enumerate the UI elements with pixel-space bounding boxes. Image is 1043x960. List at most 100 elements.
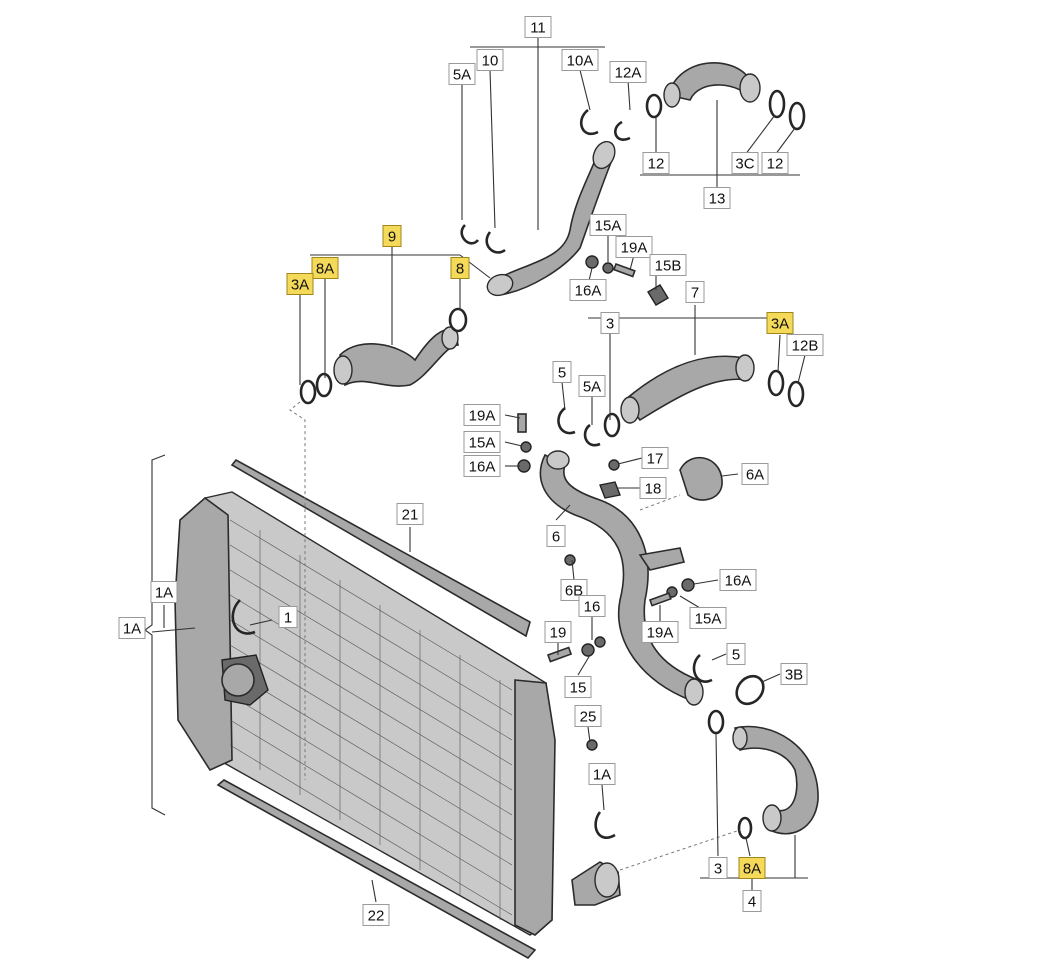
callout-box [311, 257, 339, 279]
callout-box [578, 595, 606, 617]
callout-4: 4 [742, 890, 762, 912]
callout-box [552, 361, 572, 383]
callout-box [544, 621, 572, 643]
callout-box [589, 214, 627, 236]
callout-8: 8 [450, 257, 470, 279]
callout-text: 8A [316, 261, 334, 278]
callout-box [738, 857, 766, 879]
callout-box [396, 503, 424, 525]
callout-box [685, 281, 705, 303]
callout-text: 12A [615, 65, 642, 82]
callout-5a: 5A [578, 375, 606, 397]
callout-text: 16A [469, 459, 496, 476]
callout-text: 16A [725, 573, 752, 590]
callout-box [703, 187, 731, 209]
callout-text: 22 [368, 908, 385, 925]
callout-10: 10 [476, 49, 504, 71]
callout-3b: 3B [780, 663, 808, 685]
hose-9 [333, 326, 459, 387]
callout-box [286, 273, 314, 295]
callout-box [578, 375, 606, 397]
callout-text: 5 [732, 647, 740, 664]
callout-text: 17 [647, 451, 664, 468]
callout-box [463, 404, 501, 426]
callout-box [463, 455, 501, 477]
callout-text: 16 [584, 599, 601, 616]
callout-3: 3 [600, 312, 620, 334]
seal-strip-lower [216, 779, 537, 960]
callout-box [362, 904, 390, 926]
callout-text: 11 [530, 20, 546, 37]
callout-text: 9 [388, 229, 396, 246]
callout-7: 7 [685, 281, 705, 303]
callout-15a: 15A [463, 431, 501, 453]
callout-box [639, 477, 667, 499]
callout-box [564, 676, 592, 698]
routing-lines [289, 401, 741, 871]
callout-text: 15 [570, 680, 587, 697]
callout-text: 15A [595, 218, 622, 235]
callout-text: 19A [647, 625, 674, 642]
callout-box [731, 152, 759, 174]
callout-8a: 8A [738, 857, 766, 879]
callout-text: 12 [767, 156, 784, 173]
callout-text: 18 [645, 481, 662, 498]
callout-1a: 1A [588, 763, 616, 785]
callout-text: 6A [746, 467, 764, 484]
callout-5: 5 [726, 643, 746, 665]
callout-15b: 15B [649, 254, 687, 276]
callout-1: 1 [278, 606, 298, 628]
callout-box [278, 606, 298, 628]
callout-text: 1A [123, 621, 141, 638]
hose-4 [732, 725, 819, 835]
callout-15: 15 [564, 676, 592, 698]
callout-text: 3A [291, 277, 309, 294]
callout-18: 18 [639, 477, 667, 499]
callout-16a: 16A [463, 455, 501, 477]
callout-1a: 1A [150, 581, 178, 603]
callout-box [780, 663, 808, 685]
callout-text: 8A [743, 861, 761, 878]
callout-25: 25 [574, 705, 602, 727]
callout-box [450, 257, 470, 279]
callout-box [649, 254, 687, 276]
callout-text: 12B [792, 338, 819, 355]
callout-text: 8 [456, 261, 464, 278]
callout-3c: 3C [731, 152, 759, 174]
callout-text: 3B [785, 667, 803, 684]
charge-air-pipe-6 [539, 450, 704, 706]
callout-text: 25 [580, 709, 597, 726]
callout-text: 13 [709, 191, 726, 208]
callout-16a: 16A [569, 279, 607, 301]
intercooler [174, 491, 621, 936]
callout-22: 22 [362, 904, 390, 926]
callout-box [463, 431, 501, 453]
charge-air-pipe-upper [486, 140, 616, 297]
callout-text: 7 [691, 285, 699, 302]
callout-box [761, 152, 789, 174]
callout-19a: 19A [641, 621, 679, 643]
callout-text: 5A [583, 379, 601, 396]
hose-clamps [231, 108, 713, 839]
callout-6: 6 [546, 525, 566, 547]
callout-text: 12 [648, 156, 665, 173]
callout-text: 5 [558, 365, 566, 382]
callout-box [588, 763, 616, 785]
callout-box [476, 49, 504, 71]
core-fins [229, 519, 513, 920]
callout-text: 1A [593, 767, 611, 784]
seal-rings [299, 89, 806, 840]
callout-19: 19 [544, 621, 572, 643]
callout-text: 19A [621, 240, 648, 257]
callout-box [546, 525, 566, 547]
callout-5: 5 [552, 361, 572, 383]
callout-box [118, 617, 146, 639]
callout-5a: 5A [448, 63, 476, 85]
callout-9: 9 [382, 225, 402, 247]
callout-box [766, 312, 794, 334]
callout-box [600, 312, 620, 334]
leader-lines [144, 30, 808, 903]
callout-21: 21 [396, 503, 424, 525]
callout-12: 12 [642, 152, 670, 174]
